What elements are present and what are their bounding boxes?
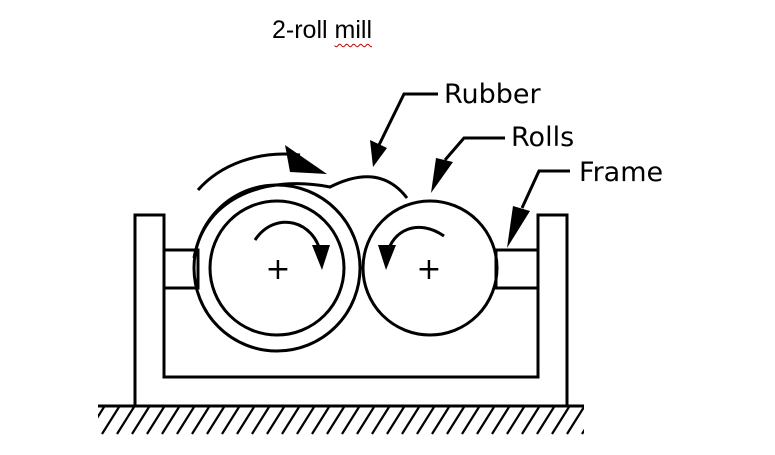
hatch-stroke <box>581 428 584 435</box>
hatch-stroke <box>311 406 330 435</box>
hatch-stroke <box>461 406 480 435</box>
hatch-stroke <box>101 406 120 435</box>
left-roll-center-mark: + <box>265 252 290 287</box>
right-roll <box>361 199 499 337</box>
frame-leader-line <box>520 169 570 209</box>
hatch-stroke <box>236 406 255 435</box>
hatch-stroke <box>326 406 345 435</box>
left-rotation-arrow-arc <box>253 220 323 256</box>
rolls-leader-line <box>443 136 505 161</box>
outer-rotation-arrowhead <box>285 145 327 174</box>
hatch-stroke <box>506 406 525 435</box>
hatch-stroke <box>386 406 405 435</box>
left-rotation-arrowhead <box>312 245 330 270</box>
hatch-stroke <box>296 406 315 435</box>
hatch-stroke <box>371 406 390 435</box>
left-bearing <box>162 248 200 290</box>
rubber-sheet <box>192 175 409 259</box>
right-bearing <box>494 248 540 290</box>
hatch-stroke <box>536 406 555 435</box>
hatch-stroke <box>221 406 240 435</box>
hatch-stroke <box>176 406 195 435</box>
frame-outline <box>133 213 569 405</box>
title-underlined-word: mill <box>334 16 373 44</box>
frame-leader-arrowhead <box>507 206 530 248</box>
rubber-label: Rubber <box>444 79 542 110</box>
hatch-stroke <box>161 406 180 435</box>
diagram-title: 2-roll mill <box>272 16 372 45</box>
hatch-stroke <box>551 406 570 435</box>
hatch-stroke <box>446 406 465 435</box>
right-rotation-arrow-arc <box>385 225 445 256</box>
hatch-stroke <box>431 406 450 435</box>
hatch-stroke <box>131 406 150 435</box>
hatch-stroke <box>491 406 510 435</box>
hatch-stroke <box>146 406 165 435</box>
rubber-leader-arrowhead <box>370 140 387 167</box>
hatch-stroke <box>116 406 135 435</box>
hatch-stroke <box>401 406 420 435</box>
left-roll-inner <box>208 199 346 337</box>
rolls-label: Rolls <box>511 122 574 153</box>
right-roll-center-mark: + <box>416 252 441 287</box>
hatch-stroke <box>416 406 435 435</box>
hatch-stroke <box>341 406 360 435</box>
hatch-stroke <box>266 406 285 435</box>
hatch-stroke <box>476 406 495 435</box>
hatch-stroke <box>206 406 225 435</box>
hatch-stroke <box>521 406 540 435</box>
rolls-leader-arrowhead <box>431 158 453 193</box>
title-prefix: 2-roll <box>272 16 335 44</box>
hatch-stroke <box>191 406 210 435</box>
hatch-stroke <box>566 406 584 435</box>
ground-hatching <box>98 406 584 435</box>
hatch-stroke <box>356 406 375 435</box>
hatch-stroke <box>281 406 300 435</box>
frame-label: Frame <box>579 157 663 188</box>
hatch-stroke <box>98 406 105 419</box>
right-rotation-arrowhead <box>378 245 396 270</box>
hatch-stroke <box>251 406 270 435</box>
rubber-leader-line <box>377 92 438 146</box>
